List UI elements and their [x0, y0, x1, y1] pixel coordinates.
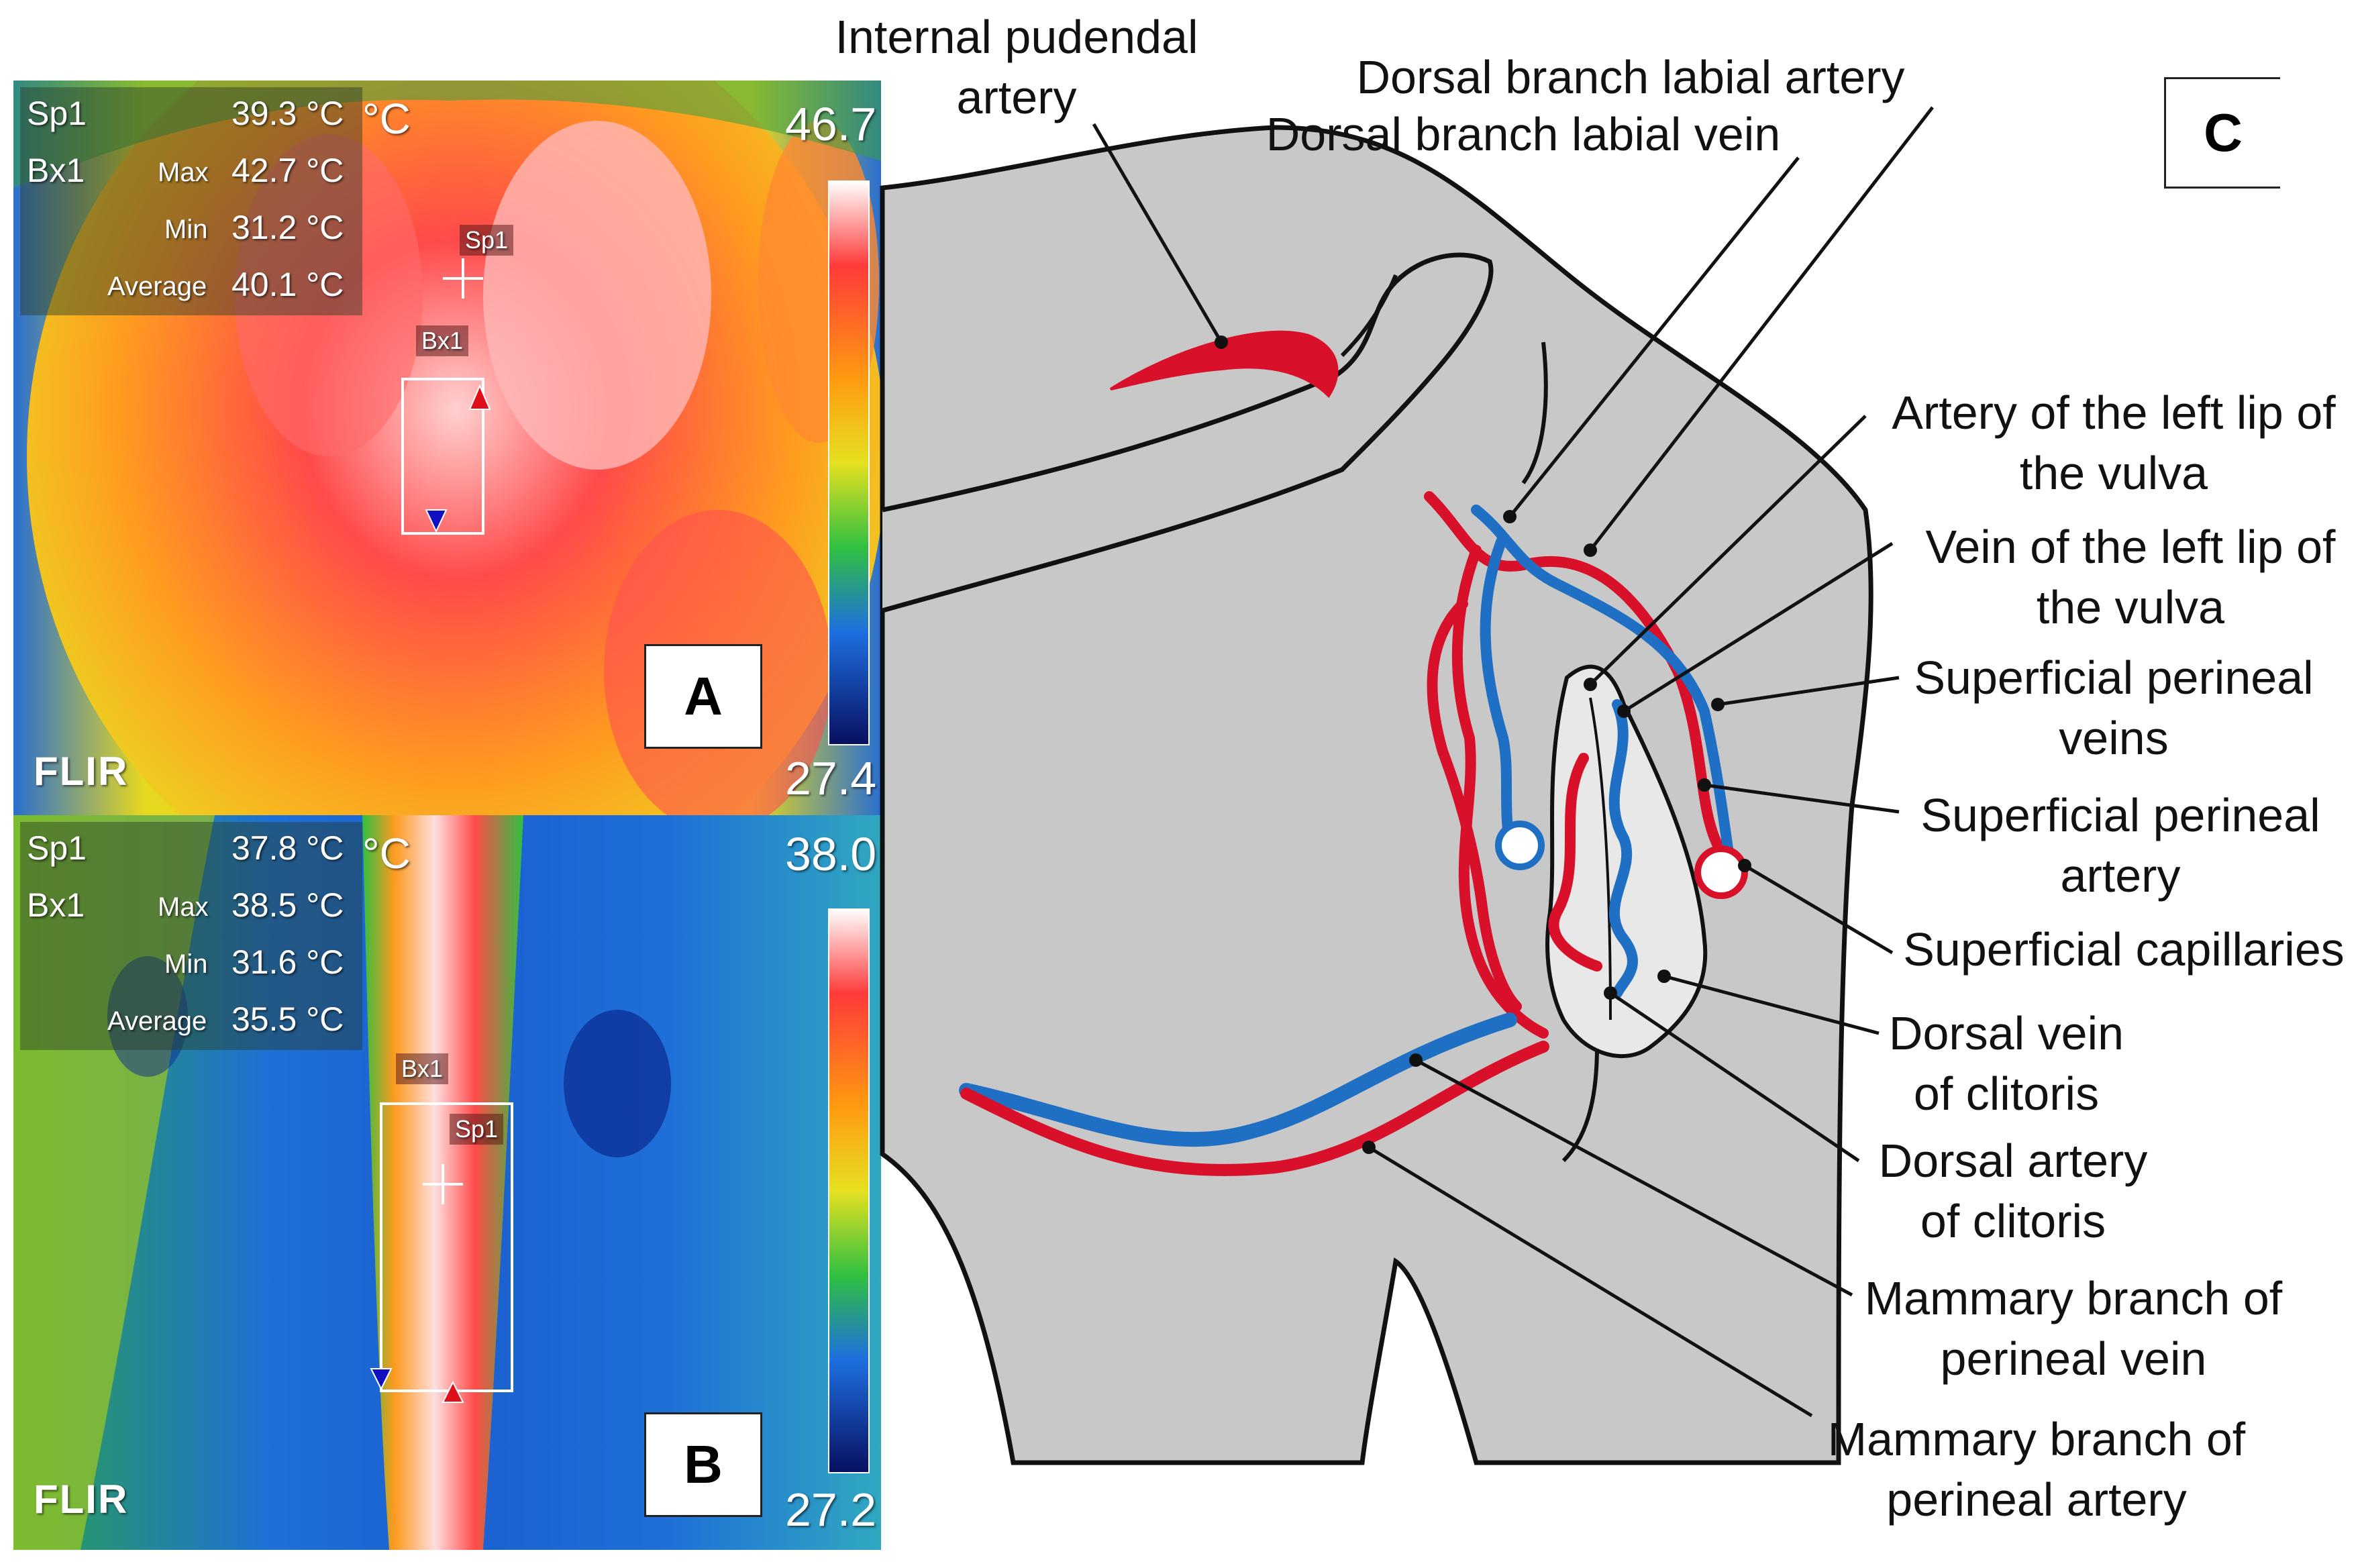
- label-mammary-branch-vein: Mammary branch of perineal vein: [1864, 1272, 2283, 1385]
- min-label: Min: [164, 949, 208, 979]
- readout-box-b: [20, 822, 362, 1050]
- max-label: Max: [158, 158, 209, 187]
- label-dorsal-branch-labial-artery: Dorsal branch labial artery: [1356, 51, 1905, 103]
- avg-value: 40.1 °C: [232, 266, 344, 303]
- label-superficial-capillaries: Superficial capillaries: [1903, 923, 2345, 976]
- label-superficial-perineal-veins: Superficial perineal veins: [1914, 651, 2314, 764]
- scale-min: 27.2: [785, 1483, 877, 1536]
- capillary-cluster-left: [1495, 821, 1545, 870]
- sp1-label: Sp1: [27, 829, 87, 867]
- label-vein-left-lip: Vein of the left lip of the vulva: [1925, 521, 2336, 633]
- capillary-cluster-right: [1694, 845, 1748, 899]
- superficial-perineal-artery: [1427, 598, 1522, 1012]
- label-superficial-perineal-artery: Superficial perineal artery: [1920, 789, 2320, 902]
- tag-sp1: Sp1: [450, 1114, 504, 1145]
- panel-letter-b: B: [644, 1412, 762, 1517]
- leader-dots: [1215, 335, 1751, 1154]
- label-dorsal-vein-clitoris: Dorsal vein of clitoris: [1888, 1007, 2124, 1120]
- dorsal-branch-labial-vein: [1471, 505, 1737, 878]
- vein-left-lip: [1480, 531, 1515, 851]
- max-value: 42.7 °C: [232, 152, 344, 189]
- avg-label: Average: [107, 1006, 207, 1036]
- max-value: 38.5 °C: [232, 886, 344, 924]
- min-label: Min: [164, 215, 208, 244]
- scale-max: 46.7: [785, 98, 877, 150]
- min-value: 31.2 °C: [232, 209, 344, 246]
- avg-label: Average: [107, 272, 207, 301]
- label-dorsal-artery-clitoris: Dorsal artery of clitoris: [1878, 1135, 2148, 1247]
- scale-max: 38.0: [785, 828, 877, 880]
- tag-bx1: Bx1: [416, 325, 469, 356]
- thermal-image-a: [13, 81, 881, 815]
- label-internal-pudendal-artery: Internal pudendal artery: [835, 11, 1198, 123]
- label-mammary-branch-artery: Mammary branch of perineal artery: [1827, 1413, 2246, 1526]
- unit-label: °C: [362, 829, 411, 878]
- mammary-branch-artery: [960, 1041, 1549, 1176]
- tag-bx1: Bx1: [396, 1053, 449, 1084]
- label-artery-left-lip: Artery of the left lip of the vulva: [1892, 386, 2336, 499]
- scale-min: 27.4: [785, 752, 877, 804]
- min-value: 31.6 °C: [232, 943, 344, 981]
- panel-letter-c: C: [2164, 77, 2280, 189]
- thermal-panel-a: Sp1 39.3 °C °C Bx1 Max 42.7 °C Min 31.2 …: [13, 81, 881, 815]
- unit-label: °C: [362, 95, 411, 143]
- max-label: Max: [158, 892, 209, 922]
- panel-letter-a: A: [644, 644, 762, 749]
- flir-logo: FLIR: [34, 1477, 129, 1522]
- superficial-perineal-veins: [1608, 699, 1638, 998]
- tag-sp1: Sp1: [460, 225, 514, 256]
- thermal-panel-b: Sp1 37.8 °C °C Bx1 Max 38.5 °C Min 31.6 …: [13, 815, 881, 1550]
- sp1-label: Sp1: [27, 95, 87, 132]
- bx1-label: Bx1: [27, 152, 85, 189]
- flir-logo: FLIR: [34, 749, 129, 794]
- sp1-value: 37.8 °C: [232, 829, 344, 867]
- label-dorsal-branch-labial-vein: Dorsal branch labial vein: [1266, 108, 1781, 160]
- tail-outline: [882, 252, 1494, 613]
- vein-paths: [1471, 505, 1737, 998]
- artery-paths: [1424, 491, 1723, 1039]
- avg-value: 35.5 °C: [232, 1000, 344, 1038]
- dorsal-artery-clitoris: [1548, 753, 1602, 972]
- sp1-value: 39.3 °C: [232, 95, 344, 132]
- thermal-image-b: [13, 815, 881, 1550]
- readout-box-a: [20, 87, 362, 315]
- bx1-label: Bx1: [27, 886, 85, 924]
- leader-lines: [1092, 106, 1934, 1418]
